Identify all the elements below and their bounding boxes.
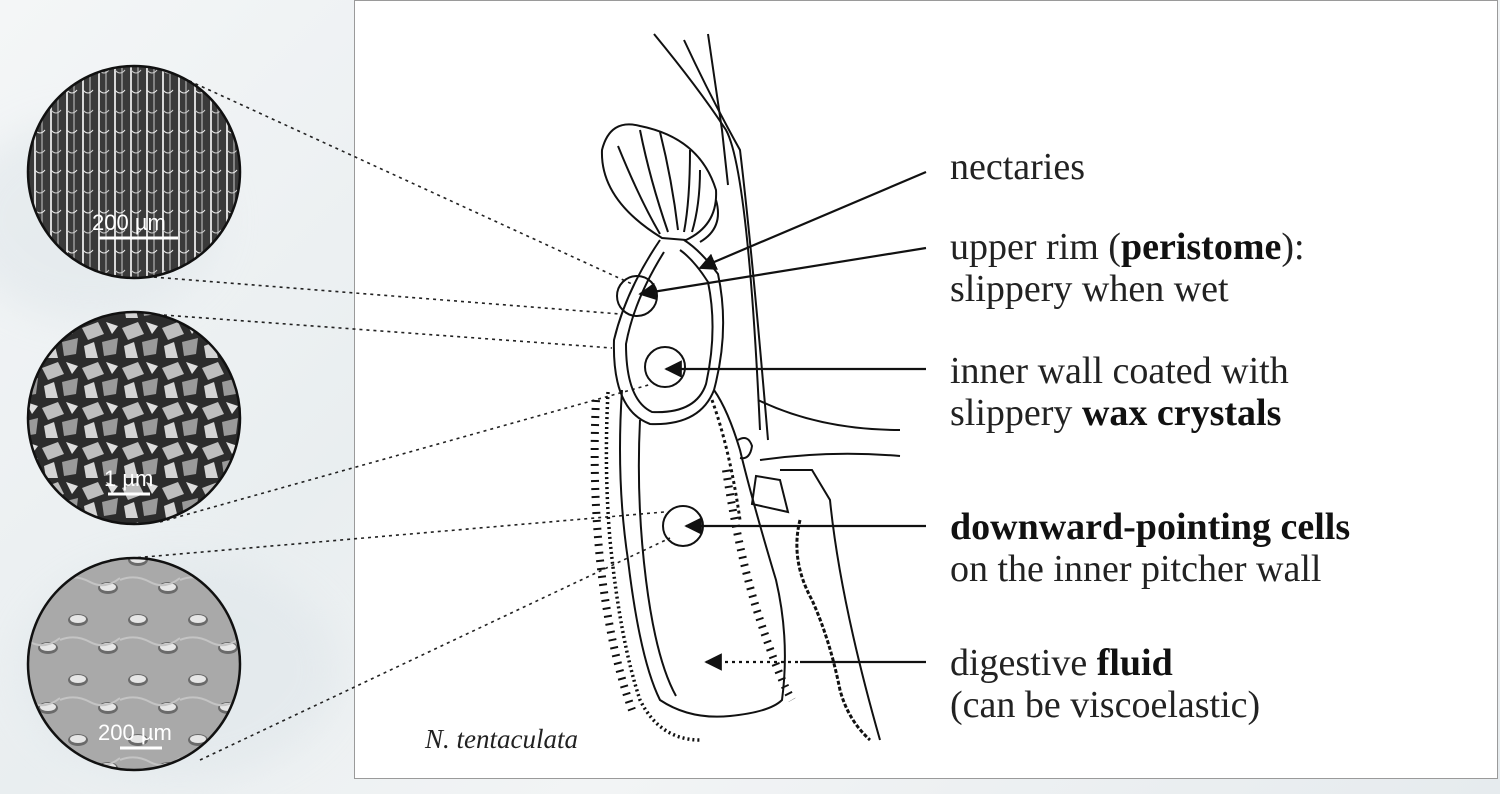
- peristome-line2: slippery when wet: [950, 268, 1305, 310]
- wax-bold: wax crystals: [1082, 392, 1281, 434]
- micrograph-ridges: 200 µm: [28, 66, 240, 278]
- label-peristome: upper rim (peristome): slippery when wet: [950, 226, 1305, 310]
- label-wax-crystals: inner wall coated with slippery wax crys…: [950, 350, 1289, 434]
- micrograph-cells: 200 µm: [28, 558, 240, 770]
- wax-pre: slippery: [950, 392, 1082, 434]
- peristome-bold: peristome: [1121, 226, 1281, 268]
- scale-label-2: 1 µm: [104, 466, 153, 491]
- label-digestive-fluid: digestive fluid (can be viscoelastic): [950, 642, 1260, 726]
- fluid-line2: (can be viscoelastic): [950, 684, 1260, 726]
- peristome-post: ):: [1281, 226, 1304, 268]
- scale-label-3: 200 µm: [98, 720, 172, 745]
- fluid-pre: digestive: [950, 642, 1097, 684]
- fluid-bold: fluid: [1097, 642, 1173, 684]
- peristome-pre: upper rim (: [950, 226, 1121, 268]
- scale-label-1: 200 µm: [92, 210, 166, 235]
- pointer-arrows: [640, 172, 926, 662]
- wax-line1: inner wall coated with: [950, 350, 1289, 392]
- label-nectaries: nectaries: [950, 146, 1085, 188]
- nectaries-text: nectaries: [950, 146, 1085, 188]
- species-name: N. tentaculata: [425, 724, 578, 755]
- cells-bold: downward-pointing cells: [950, 506, 1350, 548]
- label-downward-cells: downward-pointing cells on the inner pit…: [950, 506, 1350, 590]
- micrograph-wax-crystals: 1 µm: [28, 312, 240, 524]
- cells-line2: on the inner pitcher wall: [950, 548, 1350, 590]
